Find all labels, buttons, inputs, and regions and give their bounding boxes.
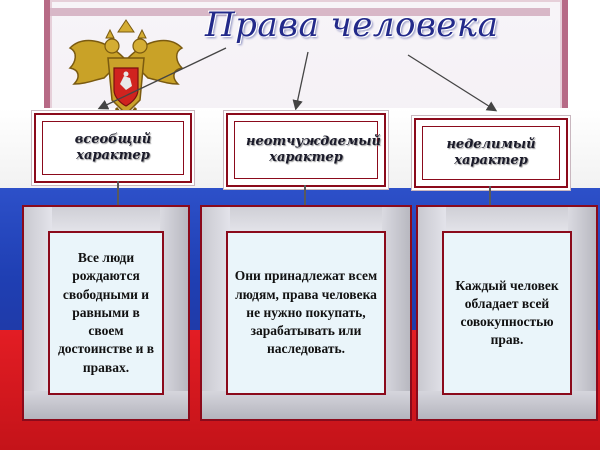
description-box-universal: Все люди рождаются свободными и равными … <box>22 205 190 421</box>
connector-1 <box>117 181 119 205</box>
description-box-indivisible: Каждый человек обладает всей совокупност… <box>416 205 598 421</box>
category-box-inalienable: неотчуждаемый характер <box>226 113 386 187</box>
category-label: всеобщий характер <box>74 131 152 163</box>
category-box-indivisible: неделимый характер <box>414 118 568 188</box>
connector-2 <box>304 185 306 205</box>
category-label: неделимый характер <box>446 136 536 168</box>
coat-of-arms-icon <box>68 19 184 122</box>
category-box-universal: всеобщий характер <box>34 113 192 183</box>
description-text: Все люди рождаются свободными и равными … <box>57 250 155 375</box>
description-text: Они принадлежат всем людям, права челове… <box>234 268 378 357</box>
frame-top-strip <box>50 8 550 16</box>
category-label: неотчуждаемый характер <box>246 133 381 165</box>
arrow-to-category-1 <box>97 47 227 110</box>
connector-3 <box>489 186 491 206</box>
arrow-to-category-3 <box>407 54 498 112</box>
page-title: Права человека <box>205 5 499 45</box>
description-box-inalienable: Они принадлежат всем людям, права челове… <box>200 205 412 421</box>
description-text: Каждый человек обладает всей совокупност… <box>455 277 559 348</box>
arrow-to-category-2 <box>292 51 309 111</box>
